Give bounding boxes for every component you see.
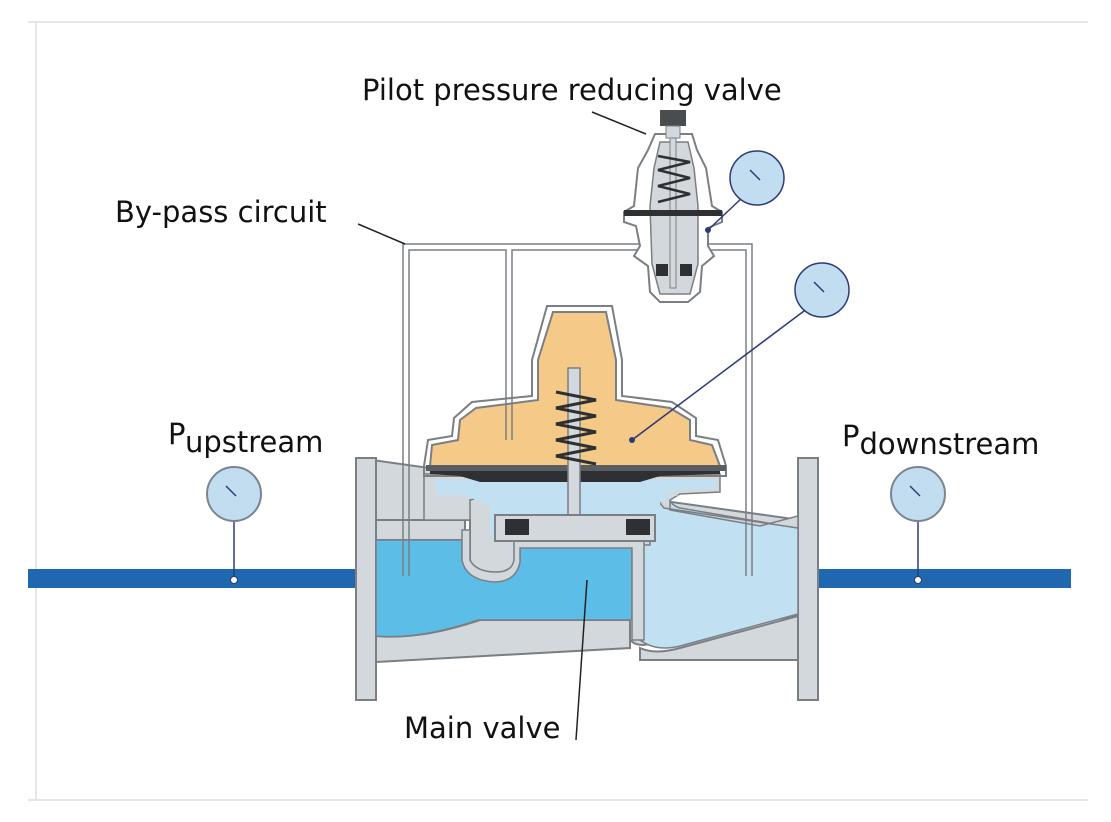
pilot-valve-label: Pilot pressure reducing valve	[362, 73, 782, 107]
upstream-gauge	[206, 466, 262, 584]
downstream-subscript: downstream	[860, 427, 1040, 461]
main-valve-pointer-line	[575, 579, 588, 741]
downstream-pipe	[818, 569, 1071, 588]
downstream-pressure-label: Pdownstream	[842, 419, 1039, 461]
bypass-circuit	[402, 243, 753, 576]
main-valve-label: Main valve	[404, 711, 560, 745]
downstream-gauge	[890, 466, 946, 584]
upstream-pipe	[28, 569, 358, 588]
upstream-p-symbol: P	[168, 417, 185, 451]
upstream-subscript: upstream	[185, 425, 323, 459]
main-spring	[555, 390, 597, 466]
downstream-p-symbol: P	[842, 419, 860, 453]
bypass-label: By-pass circuit	[115, 195, 327, 229]
pilot-pointer-line	[591, 111, 647, 135]
upstream-pressure-label: Pupstream	[168, 417, 323, 459]
bonnet-gauge	[629, 262, 850, 443]
pilot-valve	[623, 110, 723, 303]
bypass-pointer-line	[357, 223, 406, 245]
diagram-frame	[28, 21, 1088, 801]
pilot-gauge	[705, 150, 785, 233]
